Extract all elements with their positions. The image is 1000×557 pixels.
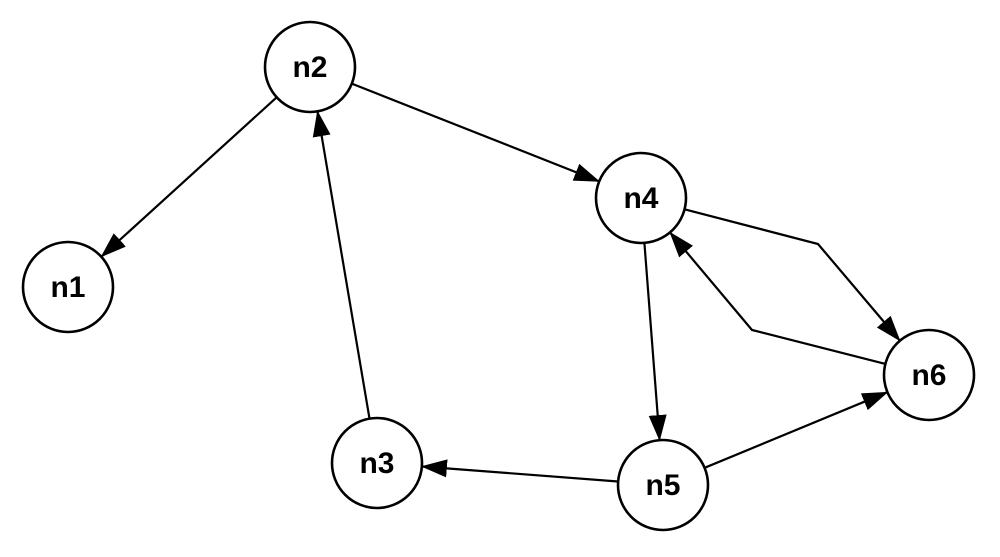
edge-n5-n6 xyxy=(704,391,889,469)
node-circle-n4 xyxy=(594,151,688,245)
node-label-n1: n1 xyxy=(50,271,85,304)
edge-n3-n2 xyxy=(312,110,371,419)
node-circle-n5 xyxy=(616,438,710,532)
node-n5: n5 xyxy=(616,438,710,532)
edge-n6-n4 xyxy=(669,231,886,365)
edge-n4-n6 xyxy=(684,208,901,342)
node-n3: n3 xyxy=(330,416,424,510)
node-circle-n1 xyxy=(21,240,115,334)
node-n6: n6 xyxy=(882,328,976,422)
edge-n2-n1 xyxy=(100,96,278,258)
edge-n2-n4 xyxy=(351,82,601,183)
node-label-n2: n2 xyxy=(292,51,327,84)
node-n2: n2 xyxy=(263,20,357,114)
edge-n4-n5 xyxy=(643,242,667,442)
node-n1: n1 xyxy=(21,240,115,334)
node-label-n3: n3 xyxy=(359,447,394,480)
node-label-n6: n6 xyxy=(911,359,946,392)
edges-layer xyxy=(100,82,901,483)
node-circle-n2 xyxy=(263,20,357,114)
nodes-layer: n1 n2 n3 n4 n5 n6 xyxy=(21,20,976,532)
node-label-n4: n4 xyxy=(623,182,658,215)
node-label-n5: n5 xyxy=(645,469,680,502)
node-n4: n4 xyxy=(594,151,688,245)
node-circle-n6 xyxy=(882,328,976,422)
node-circle-n3 xyxy=(330,416,424,510)
edge-n5-n3 xyxy=(420,459,619,483)
